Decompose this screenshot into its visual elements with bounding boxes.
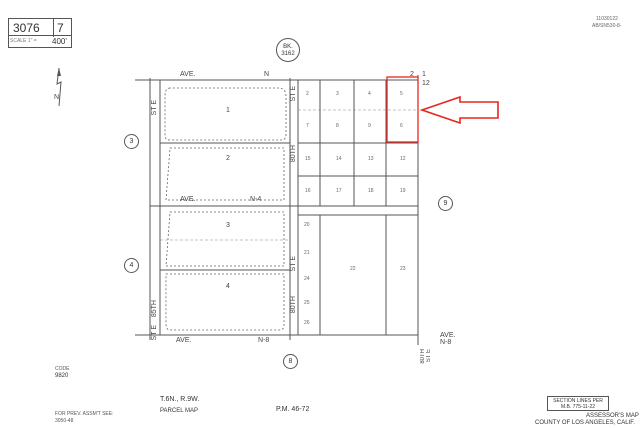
grid-parcel-26: 26 <box>304 320 310 326</box>
corner-12: 12 <box>422 80 430 87</box>
section-circle-3: 3 <box>124 134 139 149</box>
grid-parcel-9: 9 <box>368 123 371 129</box>
parcel-4: 4 <box>226 283 230 290</box>
grid-parcel-24: 24 <box>304 276 310 282</box>
grid-parcel-12: 12 <box>400 156 406 162</box>
book-reference-circle: BK. 3162 <box>276 38 300 62</box>
grid-parcel-3: 3 <box>336 91 339 97</box>
corner-1: 1 <box>422 71 426 78</box>
north-label: N <box>54 94 60 101</box>
street-st-e-mid-top: ST E <box>290 86 297 102</box>
note-line-2: AB/SN530-8- <box>592 23 622 29</box>
parcel-map-number: P.M. 46-72 <box>276 406 310 413</box>
code-label: CODE <box>55 366 70 372</box>
grid-parcel-23: 23 <box>400 266 406 272</box>
grid-parcel-22: 22 <box>350 266 356 272</box>
street-ave-n8-suffix: N-8 <box>258 337 270 344</box>
street-ave-n8-right-suffix: N-8 <box>440 339 452 346</box>
street-ave-n4-suffix: N-4 <box>250 196 262 203</box>
grid-parcel-19: 19 <box>400 188 406 194</box>
grid-parcel-13: 13 <box>368 156 374 162</box>
grid-parcel-21: 21 <box>304 250 310 256</box>
map-header: 3076 7 SCALE 1" = 400' <box>8 18 72 49</box>
code-value: 9820 <box>55 373 69 379</box>
grid-parcel-14: 14 <box>336 156 342 162</box>
street-st-e-right: ST E <box>426 349 432 363</box>
corner-2: 2 <box>410 71 414 78</box>
street-ave-n: AVE. <box>180 71 196 78</box>
sheet-number: 7 <box>57 21 64 35</box>
header-divider <box>53 19 54 37</box>
street-ave-n8-right: AVE. <box>440 332 456 339</box>
grid-parcel-18: 18 <box>368 188 374 194</box>
section-lines-line-2: M.B. 775-11-22 <box>560 404 596 410</box>
grid-parcel-6: 6 <box>400 123 403 129</box>
scale-label: SCALE 1" = <box>10 38 37 44</box>
map-number-box: 3076 7 <box>8 18 72 37</box>
parcel-2: 2 <box>226 155 230 162</box>
township-range: T.6N., R.9W. <box>160 396 200 403</box>
book-ref-line-1: BK. <box>283 44 293 50</box>
street-85th: 85TH <box>151 300 158 318</box>
assessor-label: ASSESSOR'S MAP <box>586 413 639 419</box>
grid-parcel-16: 16 <box>305 188 311 194</box>
street-st-e-left-bottom: ST E <box>151 325 158 341</box>
grid-parcel-2: 2 <box>306 91 309 97</box>
scale-value: 400' <box>52 37 67 46</box>
street-st-e-left: ST E <box>151 100 158 116</box>
grid-parcel-20: 20 <box>304 222 310 228</box>
grid-parcel-25: 25 <box>304 300 310 306</box>
street-80th-b: 80TH <box>290 296 297 314</box>
book-number: 3076 <box>13 21 40 35</box>
north-arrow-icon <box>56 67 62 107</box>
street-80th-a: 80TH <box>290 145 297 163</box>
section-lines-line-1: SECTION LINES PER <box>553 398 603 404</box>
section-circle-4: 4 <box>124 258 139 273</box>
note-line-1: 11030122 <box>596 16 618 22</box>
section-circle-9: 9 <box>438 196 453 211</box>
grid-parcel-7: 7 <box>306 123 309 129</box>
grid-parcel-17: 17 <box>336 188 342 194</box>
prev-assmt-label: FOR PREV. ASSM'T SEE: <box>55 411 114 417</box>
section-lines-box: SECTION LINES PER M.B. 775-11-22 <box>547 396 609 411</box>
scale-box <box>8 36 72 48</box>
street-ave-n4: AVE. <box>180 196 196 203</box>
section-circle-8: 8 <box>283 354 298 369</box>
grid-parcel-8: 8 <box>336 123 339 129</box>
street-ave-n8: AVE. <box>176 337 192 344</box>
parcel-1: 1 <box>226 107 230 114</box>
street-st-e-mid: ST E <box>290 256 297 272</box>
parcel-map-label: PARCEL MAP <box>160 408 199 414</box>
grid-parcel-4: 4 <box>368 91 371 97</box>
prev-assmt-value: 3050-48 <box>55 418 74 424</box>
street-ave-n-suffix: N <box>264 71 270 78</box>
grid-parcel-15: 15 <box>305 156 311 162</box>
grid-parcel-5: 5 <box>400 91 403 97</box>
book-ref-line-2: 3162 <box>281 51 295 57</box>
county-label: COUNTY OF LOS ANGELES, CALIF. <box>535 420 635 426</box>
parcel-3: 3 <box>226 222 230 229</box>
